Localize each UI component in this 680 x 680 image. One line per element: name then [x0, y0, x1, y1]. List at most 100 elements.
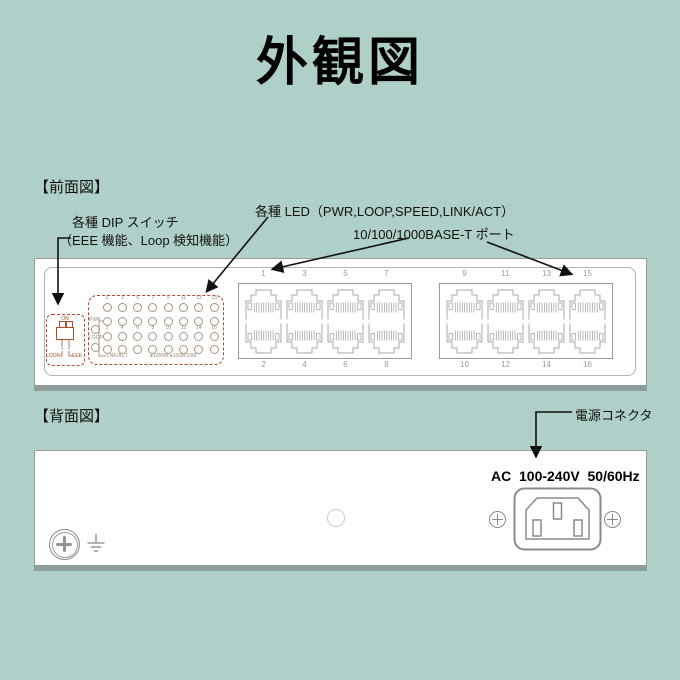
front-view-label: 【前面図】	[34, 179, 110, 196]
rj45-jack-icon	[286, 323, 323, 354]
rj45-port	[569, 323, 606, 354]
dip-on-label: ON	[61, 316, 69, 322]
rj45-jack-icon	[368, 289, 405, 320]
annotation-dip-line1: 各種 DIP スイッチ	[72, 215, 179, 230]
port-number: 10	[460, 360, 469, 369]
led-col-number-even: 10	[165, 324, 171, 331]
rj45-port	[528, 289, 565, 320]
rj45-jack-icon	[569, 323, 606, 354]
led-col-number-even: 16	[211, 324, 217, 331]
port-number: 13	[542, 269, 551, 278]
port-number: 3	[302, 269, 307, 278]
rj45-port	[368, 323, 405, 354]
led-col-number-even: 6	[136, 324, 139, 331]
port-block-2: 9 10 11 12 13 14 15 16	[439, 269, 613, 369]
led-dot	[163, 316, 173, 326]
port-number: 7	[384, 269, 389, 278]
port-number: 9	[462, 269, 467, 278]
led-dot	[133, 302, 143, 312]
annotation-power: 電源コネクタ	[575, 408, 653, 423]
rear-view-label: 【背面図】	[34, 408, 110, 425]
led-dot	[117, 344, 127, 354]
rj45-port	[487, 289, 524, 320]
led-dot	[117, 316, 127, 326]
led-dot	[209, 331, 219, 341]
rj45-port	[446, 323, 483, 354]
loop-label: LOOP	[89, 335, 103, 341]
led-dot	[179, 331, 188, 341]
rj45-jack-icon	[327, 289, 364, 320]
rj45-port	[327, 323, 364, 354]
rj45-jack-icon	[528, 289, 565, 320]
rj45-port	[286, 289, 323, 320]
led-dot	[194, 344, 204, 354]
led-dot	[148, 331, 158, 341]
rj45-jack-icon	[487, 323, 524, 354]
led-col-number-odd: 3	[120, 295, 124, 301]
port-number: 11	[501, 269, 510, 278]
rj45-jack-icon	[446, 289, 483, 320]
rj45-jack-icon	[487, 289, 524, 320]
led-dot	[133, 316, 143, 326]
dip-switch-body	[56, 327, 74, 340]
port-number: 8	[384, 360, 389, 369]
led-dot	[163, 344, 173, 354]
rj45-jack-icon	[446, 323, 483, 354]
dip-switch-outline	[46, 314, 85, 366]
rj45-port	[286, 323, 323, 354]
rj45-port	[368, 289, 405, 320]
led-dot	[148, 302, 158, 312]
led-dot	[102, 344, 112, 354]
led-dot	[209, 316, 219, 326]
port-number: 1	[261, 269, 266, 278]
rj45-port	[245, 323, 282, 354]
led-col-number-even: 2	[105, 324, 109, 331]
rj45-port	[327, 289, 364, 320]
dip-position-1: 1	[60, 345, 64, 351]
vent-hole	[327, 509, 345, 527]
led-dot	[163, 302, 173, 312]
rj45-jack-icon	[286, 289, 323, 320]
led-dot	[194, 331, 204, 341]
led-col-number-odd: 1	[105, 295, 109, 301]
port-number: 5	[343, 269, 348, 278]
loop-led	[91, 343, 100, 352]
port-number: 16	[583, 360, 592, 369]
led-dot	[194, 316, 204, 326]
led-dot	[148, 344, 158, 354]
led-col-number-odd: 13	[196, 295, 202, 301]
port-number: 14	[542, 360, 551, 369]
led-dot	[117, 302, 127, 312]
ac-rating: AC 100-240V 50/60Hz	[491, 468, 640, 484]
screw-cross-bar	[62, 536, 66, 552]
port-number: 2	[261, 360, 266, 369]
led-dot	[163, 331, 173, 341]
dip-position-2: 2	[67, 345, 71, 351]
led-dot	[148, 316, 158, 326]
port-number: 4	[302, 360, 307, 369]
lnkact-label: LNK/ACT	[107, 353, 129, 359]
led-col-number-even: 4	[120, 324, 124, 331]
led-dot	[194, 302, 204, 312]
power-inlet-icon	[513, 487, 602, 551]
port-number: 15	[583, 269, 592, 278]
rj45-jack-icon	[327, 323, 364, 354]
led-dot	[133, 331, 143, 341]
screw-icon	[604, 511, 621, 528]
port-number: 12	[501, 360, 510, 369]
rj45-port	[487, 323, 524, 354]
led-dot	[102, 302, 112, 312]
led-dot	[209, 302, 219, 312]
led-col-number-even: 14	[196, 324, 202, 331]
annotation-ports: 10/100/1000BASE-T ポート	[353, 227, 515, 242]
annotation-dip-line2: （EEE 機能、Loop 検知機能）	[59, 233, 239, 248]
led-col-number-odd: 11	[180, 295, 187, 301]
rear-panel-bottom-edge	[34, 565, 647, 571]
led-area-outline	[88, 295, 224, 365]
led-dot	[179, 344, 188, 354]
pwr-label: PWR	[89, 317, 101, 323]
led-dot	[117, 331, 127, 341]
led-dot	[209, 344, 219, 354]
